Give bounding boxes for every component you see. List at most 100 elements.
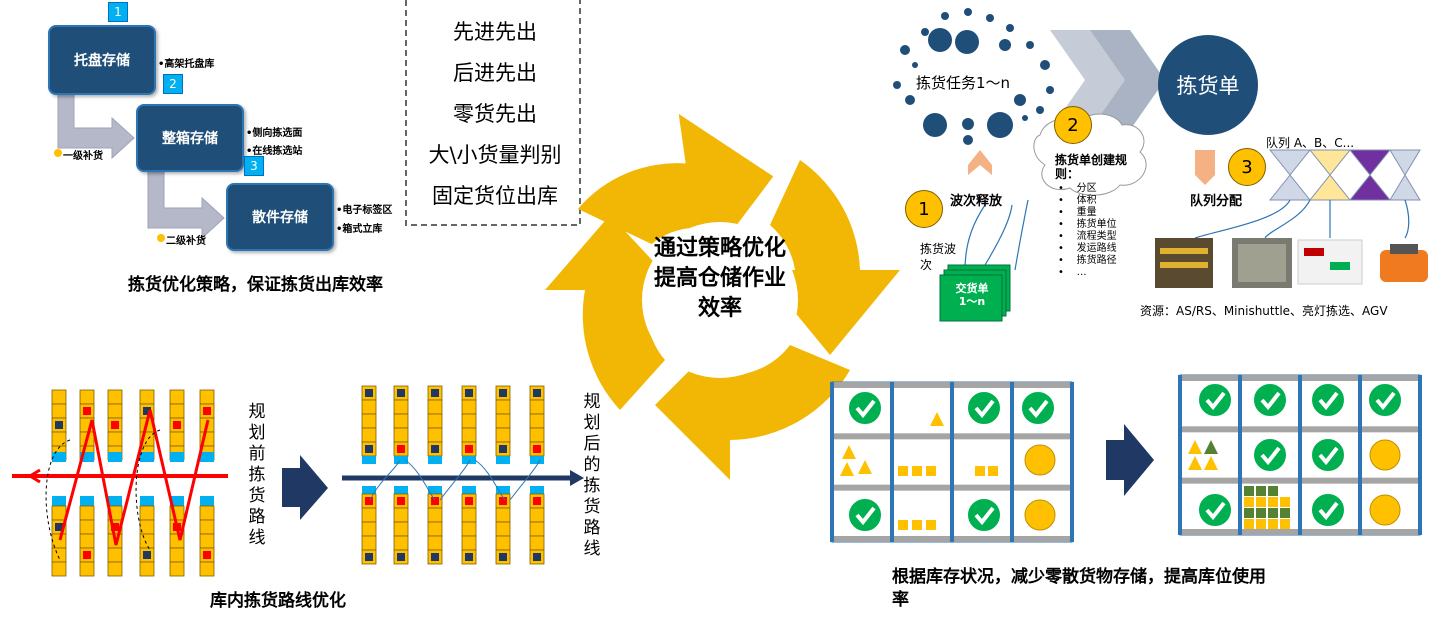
- delivery-line-1: 交货单: [955, 282, 989, 295]
- wave-label-1: 拣货波: [920, 242, 957, 256]
- rule-item: • 分区: [1058, 183, 1097, 194]
- rack-item: [365, 445, 373, 453]
- rack-item: [533, 389, 541, 397]
- rule-item: • 体积: [1058, 195, 1097, 206]
- rack-item: [83, 407, 91, 415]
- check-mark: [1205, 501, 1226, 521]
- replenish-dot-2: [157, 234, 165, 242]
- square-item: [1256, 486, 1266, 496]
- rack-item: [499, 553, 507, 561]
- step-badge-1: 1: [108, 2, 128, 22]
- check-mark: [855, 399, 876, 419]
- aisle-marker: [530, 486, 544, 494]
- rack-item: [203, 551, 211, 559]
- rack-item: [533, 445, 541, 453]
- rack-cell: [51, 561, 67, 577]
- resources-label: 资源：AS/RS、Minishuttle、亮灯拣选、AGV: [1140, 304, 1388, 318]
- rack-item: [111, 421, 119, 429]
- aisle-marker: [52, 452, 66, 462]
- check-mark: [1318, 501, 1339, 521]
- rack-item: [465, 553, 473, 561]
- caption-picking-strategy: 拣货优化策略，保证拣货出库效率: [128, 275, 383, 295]
- center-text: 通过策略优化提高仓储作业效率: [653, 236, 786, 321]
- check-mark: [1028, 399, 1049, 419]
- route-zigzag: [58, 409, 210, 546]
- rule-list: • 分区 • 体积 • 重量 • 拣货单位 • 流程类型 • 发运路线 • 拣货…: [1058, 183, 1117, 279]
- aisle-marker: [52, 496, 66, 506]
- replenish-arrow-2: [147, 171, 225, 240]
- check-mark: [1318, 446, 1339, 466]
- square-item: [1244, 508, 1254, 518]
- rack-item: [499, 497, 507, 505]
- aisle-marker: [428, 456, 442, 464]
- release-chevron: [968, 150, 992, 175]
- triangle-item: [858, 460, 872, 474]
- route-after-hops: [369, 459, 541, 501]
- aisle-marker: [462, 456, 476, 464]
- square-item: [898, 466, 908, 476]
- triangle-item: [1204, 456, 1218, 470]
- aisle-marker: [108, 452, 122, 462]
- square-item: [1256, 508, 1266, 518]
- case-note-1: •侧向拣选面: [246, 128, 303, 139]
- triangle-item: [1188, 440, 1202, 454]
- rack-post: [1298, 375, 1302, 535]
- rack-item: [499, 389, 507, 397]
- check-mark: [1318, 391, 1339, 411]
- transition-arrow-right: [1106, 424, 1154, 496]
- replenish-label-2: 二级补货: [166, 236, 206, 247]
- delivery-stack: [939, 264, 1011, 322]
- aisle-marker: [462, 486, 476, 494]
- delivery-note: 交货单 1～n: [942, 282, 1002, 308]
- resource-images: [1155, 238, 1428, 288]
- check-icon: [847, 390, 883, 426]
- rack-item: [431, 497, 439, 505]
- strategy-fixed-location: 固定货位出库: [432, 184, 558, 208]
- rack-item: [83, 551, 91, 559]
- check-mark: [974, 506, 995, 526]
- aisle-marker: [394, 456, 408, 464]
- aisle-marker: [496, 486, 510, 494]
- square-item: [975, 466, 985, 476]
- rule-item: • 发运路线: [1058, 243, 1117, 254]
- rule-item: • 拣货单位: [1058, 219, 1117, 230]
- replenish-label-1: 一级补货: [63, 151, 103, 162]
- route-after-arrowhead: [570, 470, 584, 486]
- check-mark: [1375, 391, 1396, 411]
- queue-allocation-label: 队列分配: [1190, 194, 1243, 209]
- square-item: [1268, 497, 1278, 507]
- transition-arrow-left: [282, 455, 328, 520]
- check-mark: [974, 399, 995, 419]
- rack-item: [173, 421, 181, 429]
- square-item: [926, 466, 936, 476]
- rack-post: [890, 382, 894, 542]
- round-item: [1369, 494, 1401, 526]
- check-icon: [966, 497, 1002, 533]
- delivery-line-2: 1～n: [958, 295, 986, 308]
- rack-item: [111, 523, 119, 531]
- square-item: [1280, 519, 1290, 529]
- rack-cell: [79, 561, 95, 577]
- step-circle-3: 3: [1228, 148, 1266, 186]
- square-item: [1244, 519, 1254, 529]
- rule-item: • 重量: [1058, 207, 1097, 218]
- pick-list-label: 拣货单: [1176, 74, 1240, 98]
- rack-item: [365, 497, 373, 505]
- check-icon: [1310, 437, 1346, 473]
- triangle-item: [1204, 440, 1218, 454]
- triangle-item: [840, 462, 854, 476]
- square-item: [1268, 508, 1278, 518]
- rack-item: [397, 497, 405, 505]
- round-item: [1369, 439, 1401, 471]
- check-icon: [1367, 382, 1403, 418]
- rule-item: • 流程类型: [1058, 231, 1117, 242]
- square-item: [912, 520, 922, 530]
- aisle-marker: [530, 456, 544, 464]
- check-mark: [1205, 391, 1226, 411]
- square-item: [1280, 497, 1290, 507]
- square-item: [1256, 519, 1266, 529]
- round-item: [1024, 444, 1056, 476]
